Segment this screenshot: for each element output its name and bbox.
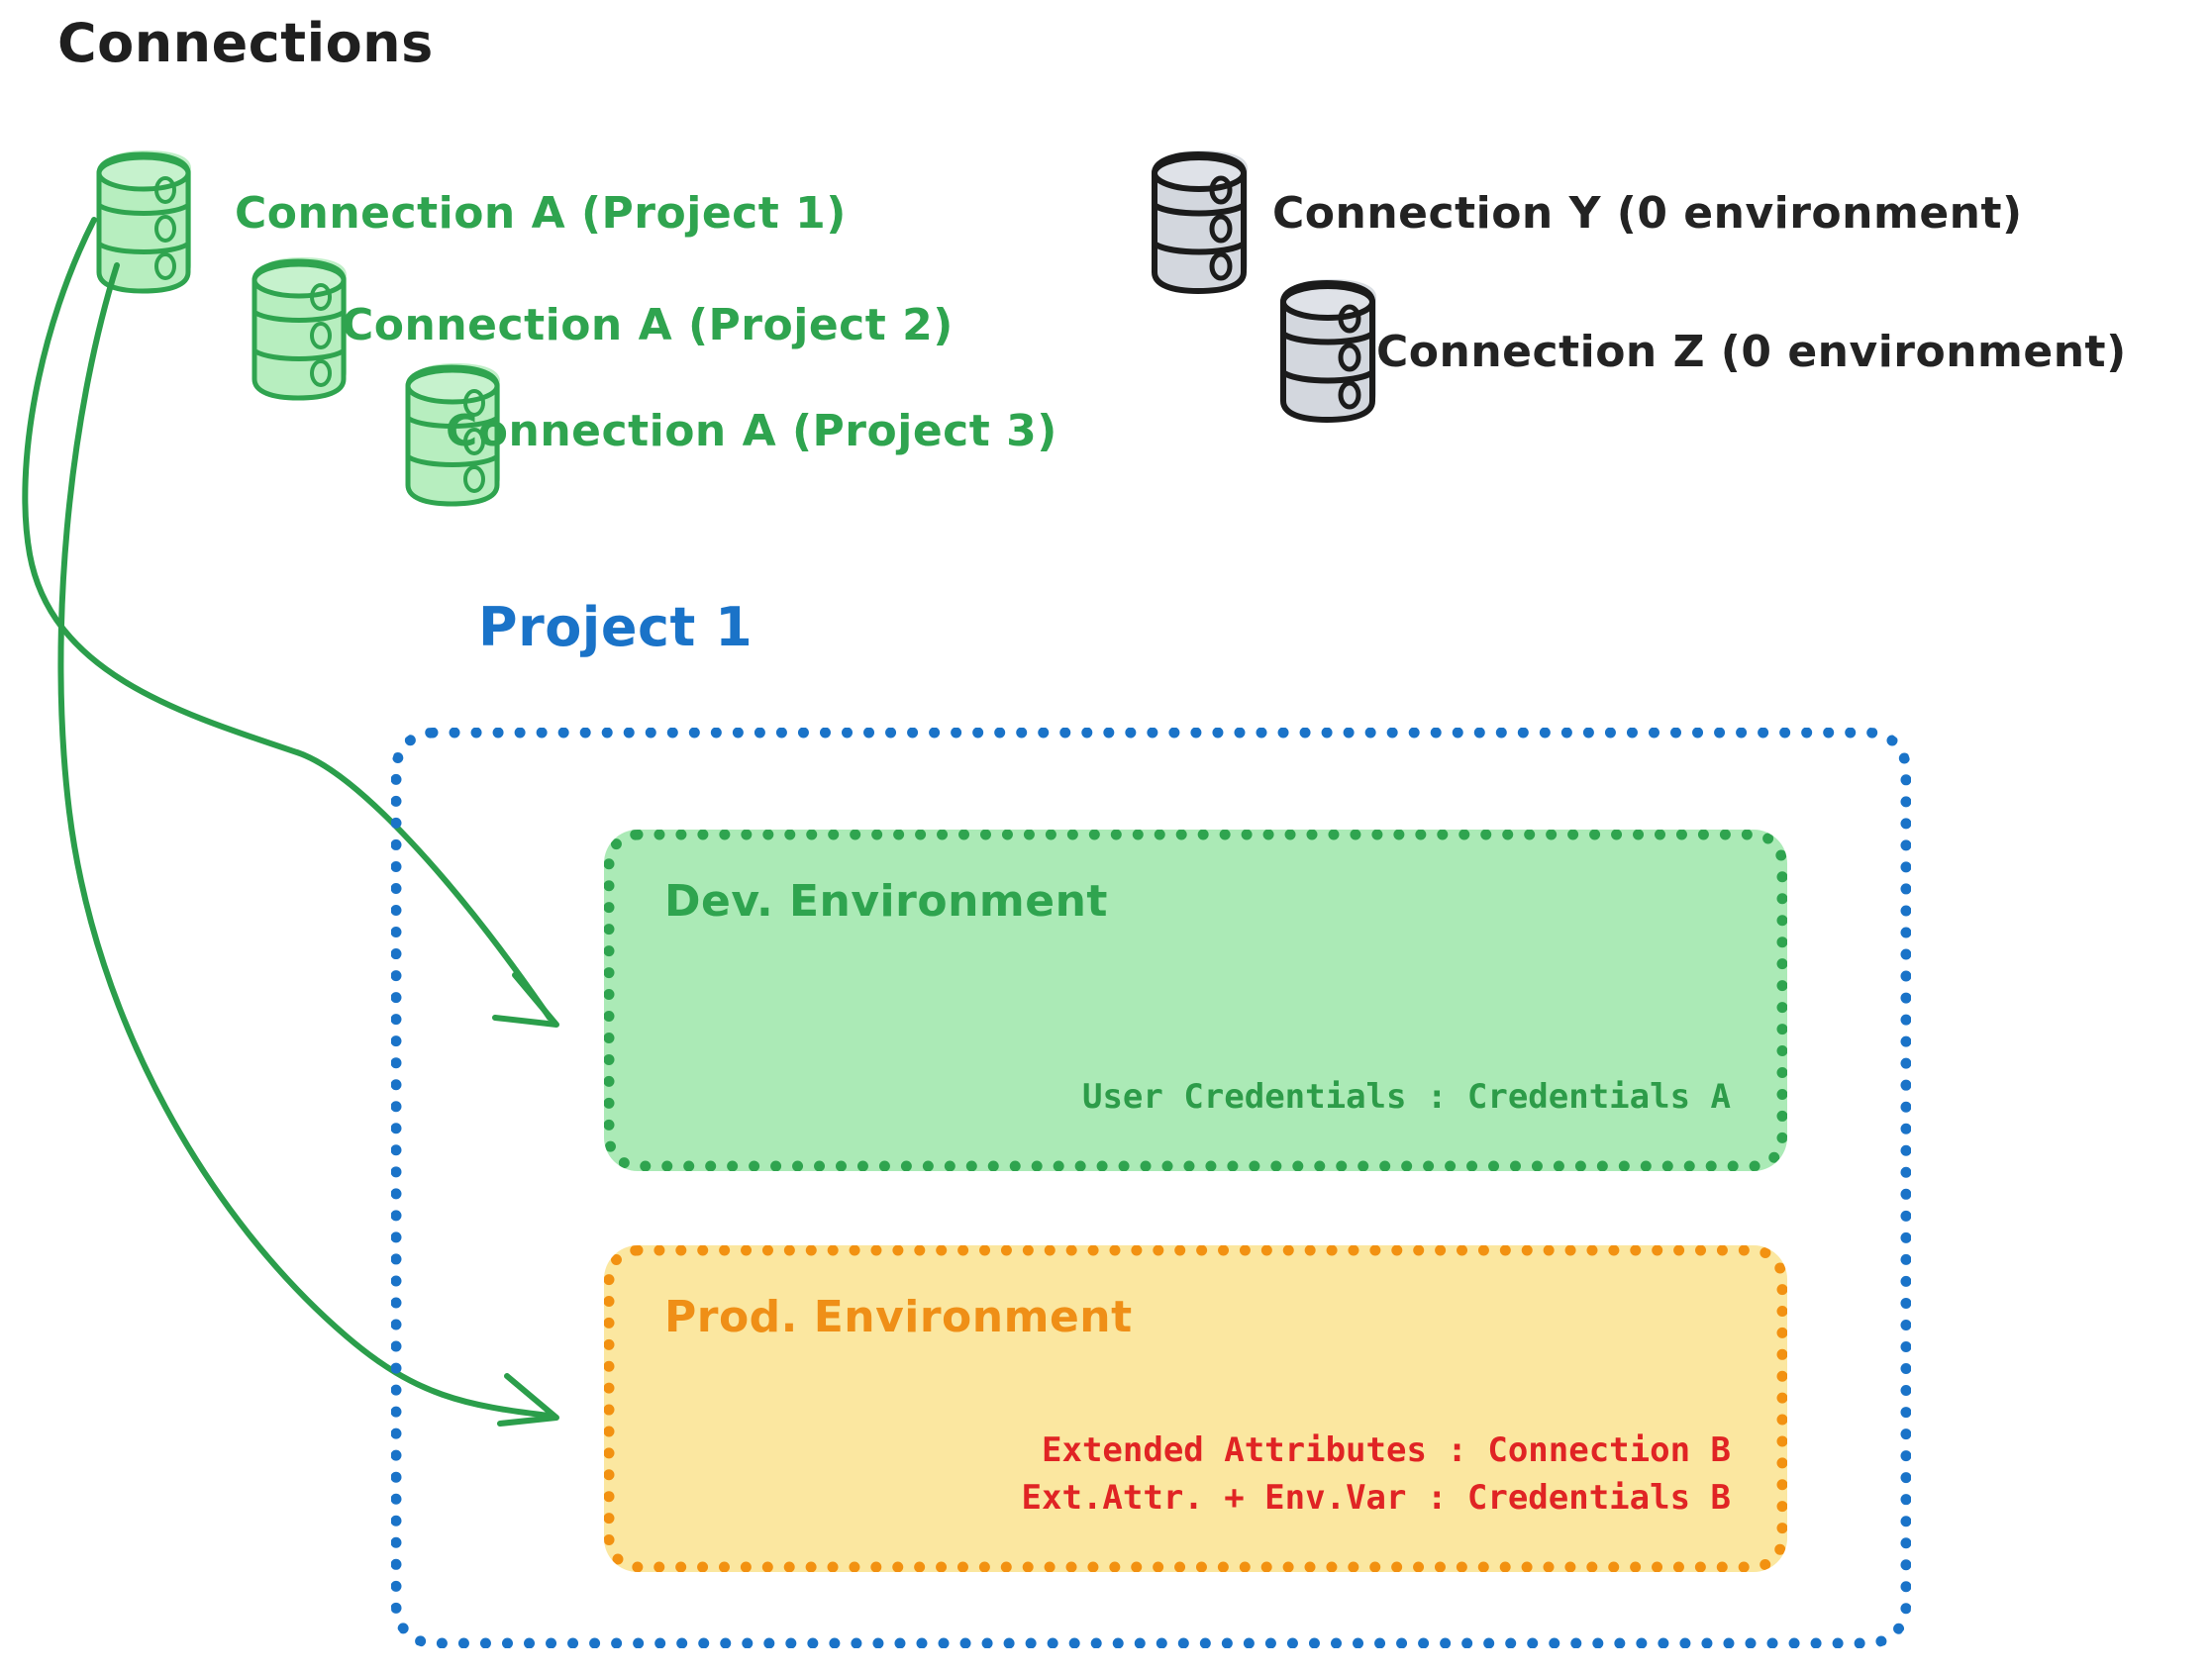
green-database-icon-2 (251, 257, 347, 401)
gray-database-icon-2 (1280, 279, 1376, 423)
gray-database-icon-1 (1152, 150, 1248, 294)
green-database-icon-1 (96, 150, 191, 294)
page-title: Connections (57, 12, 434, 74)
connection-label-a-project-3: Connection A (Project 3) (446, 406, 1057, 456)
connection-label-a-project-2: Connection A (Project 2) (342, 300, 954, 350)
arrow-connection-a-to-prod-environment (57, 262, 559, 1427)
prod-environment-title: Prod. Environment (664, 1292, 1133, 1342)
prod-environment-box: Prod. Environment Extended Attributes : … (604, 1245, 1787, 1572)
project-title: Project 1 (478, 596, 754, 658)
dev-environment-title: Dev. Environment (664, 876, 1108, 927)
connection-label-z: Connection Z (0 environment) (1376, 327, 2127, 377)
prod-environment-attribute-1: Ext.Attr. + Env.Var : Credentials B (1021, 1478, 1731, 1518)
green-database-icon-3 (405, 363, 500, 507)
dev-environment-box: Dev. Environment User Credentials : Cred… (604, 830, 1787, 1171)
project-container (391, 728, 1911, 1648)
connection-label-y: Connection Y (0 environment) (1272, 188, 2023, 239)
arrow-connection-a-to-dev-environment (22, 217, 559, 1028)
prod-environment-attribute-0: Extended Attributes : Connection B (1042, 1430, 1731, 1470)
connection-label-a-project-1: Connection A (Project 1) (235, 188, 847, 239)
dev-environment-attribute-0: User Credentials : Credentials A (1081, 1077, 1731, 1117)
